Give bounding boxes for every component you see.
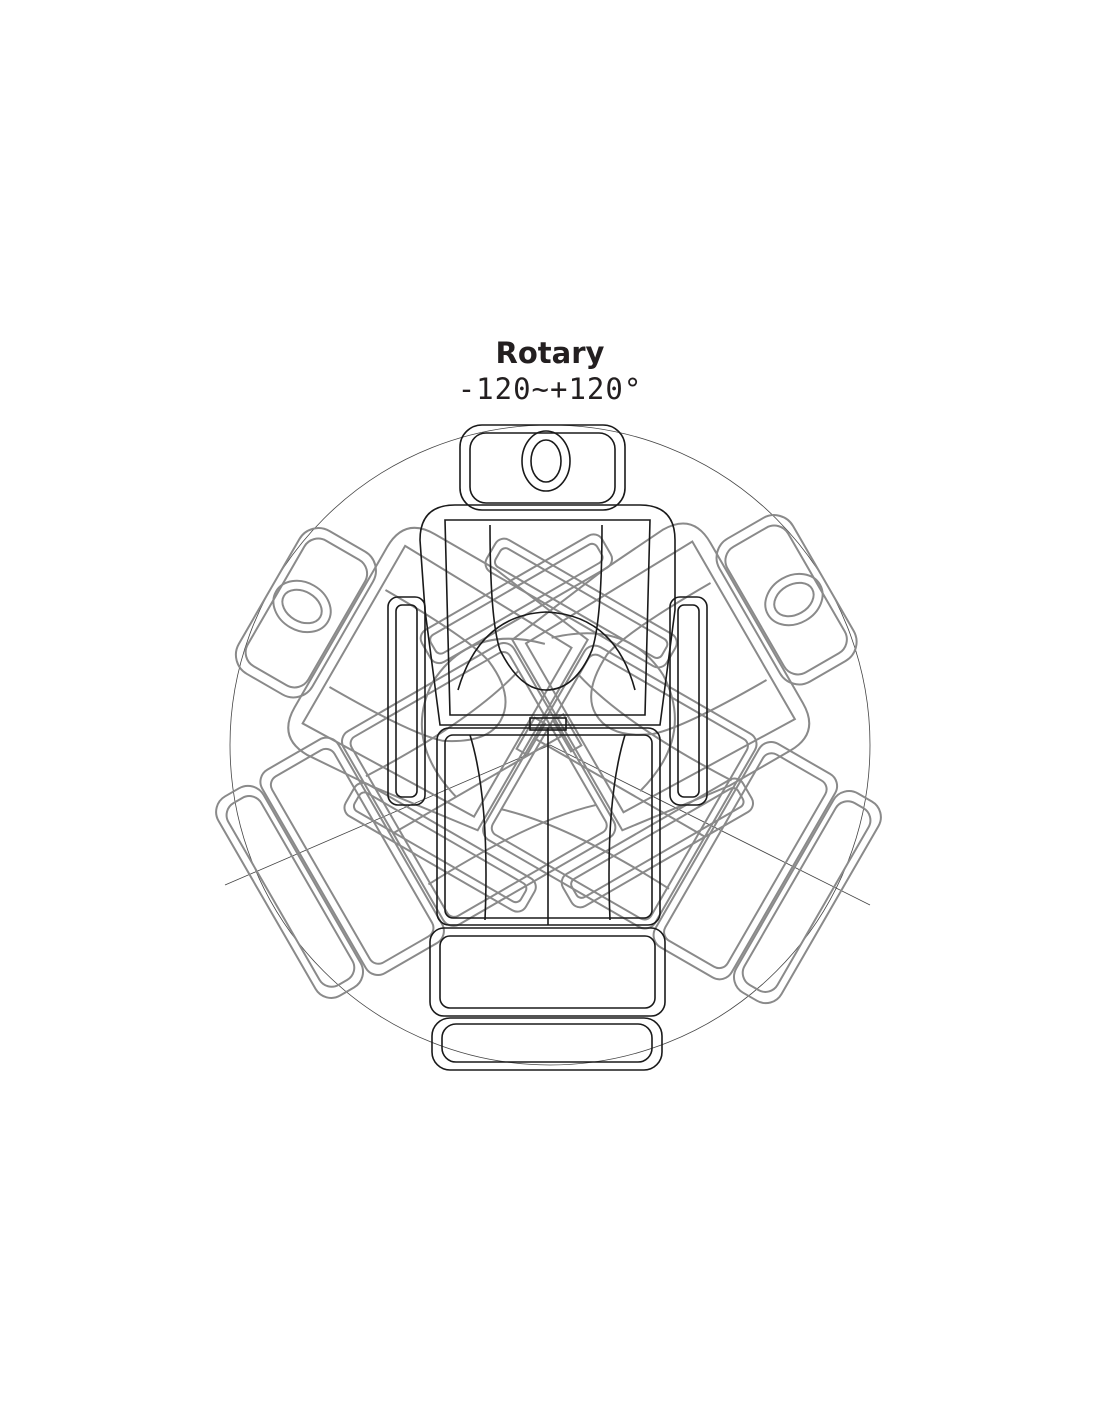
rotary-title: Rotary: [495, 336, 605, 370]
rotary-range: -120~+120°: [457, 372, 643, 406]
